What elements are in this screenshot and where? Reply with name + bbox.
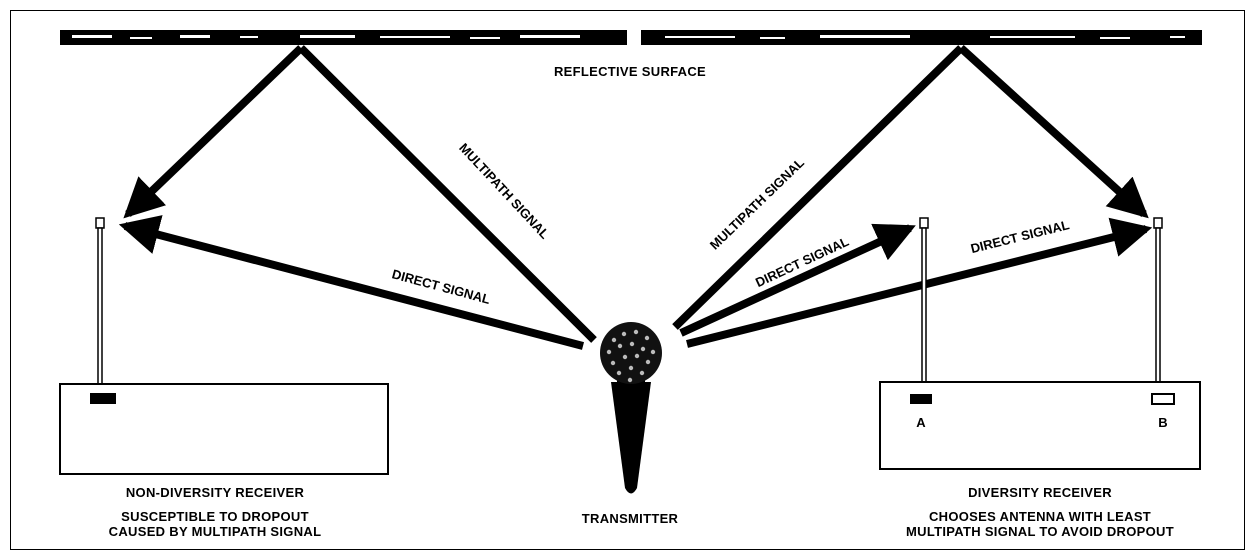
direct-arrow-left: [118, 215, 585, 350]
transmitter-label: TRANSMITTER: [581, 511, 679, 526]
diversity-receiver-line1: CHOOSES ANTENNA WITH LEAST: [928, 509, 1152, 524]
diversity-receiver: A B: [879, 217, 1201, 470]
direct-arrow-right-b: [686, 217, 1153, 348]
multipath-label-right: MULTIPATH SIGNAL: [707, 155, 807, 253]
multipath-arrow-right-reflected: [958, 45, 1149, 219]
indicator-light-a: [910, 394, 932, 404]
non-diversity-receiver: [59, 217, 389, 475]
antenna-b-label: B: [1158, 415, 1167, 430]
antenna-tip-left: [95, 217, 105, 229]
reflective-surface-right: [641, 30, 1202, 45]
multipath-arrow-left-incident: [298, 45, 597, 343]
antenna-b-tip: [1153, 217, 1163, 229]
indicator-light-b: [1151, 393, 1175, 405]
multipath-arrow-left-reflected: [123, 45, 304, 219]
antenna-a-label: A: [916, 415, 926, 430]
surface-speckle: [72, 35, 1185, 39]
direct-arrow-right-a: [679, 223, 916, 337]
receiver-box-right: [879, 381, 1201, 470]
antenna-b-rod: [1155, 227, 1161, 384]
diversity-receiver-title: DIVERSITY RECEIVER: [968, 485, 1112, 500]
non-diversity-receiver-line1: SUSCEPTIBLE TO DROPOUT: [121, 509, 309, 524]
antenna-a-tip: [919, 217, 929, 229]
non-diversity-receiver-line2: CAUSED BY MULTIPATH SIGNAL: [108, 524, 322, 539]
reflective-surface-label: REFLECTIVE SURFACE: [553, 64, 707, 79]
multipath-arrow-right-incident: [672, 45, 964, 330]
indicator-light-left: [90, 393, 116, 404]
antenna-rod-left: [97, 227, 103, 386]
microphone-handle: [611, 382, 651, 494]
antenna-a-rod: [921, 227, 927, 384]
multipath-label-left: MULTIPATH SIGNAL: [456, 140, 552, 242]
transmitter-microphone: [600, 322, 662, 494]
non-diversity-receiver-title: NON-DIVERSITY RECEIVER: [125, 485, 305, 500]
diversity-receiver-line2: MULTIPATH SIGNAL TO AVOID DROPOUT: [906, 524, 1174, 539]
